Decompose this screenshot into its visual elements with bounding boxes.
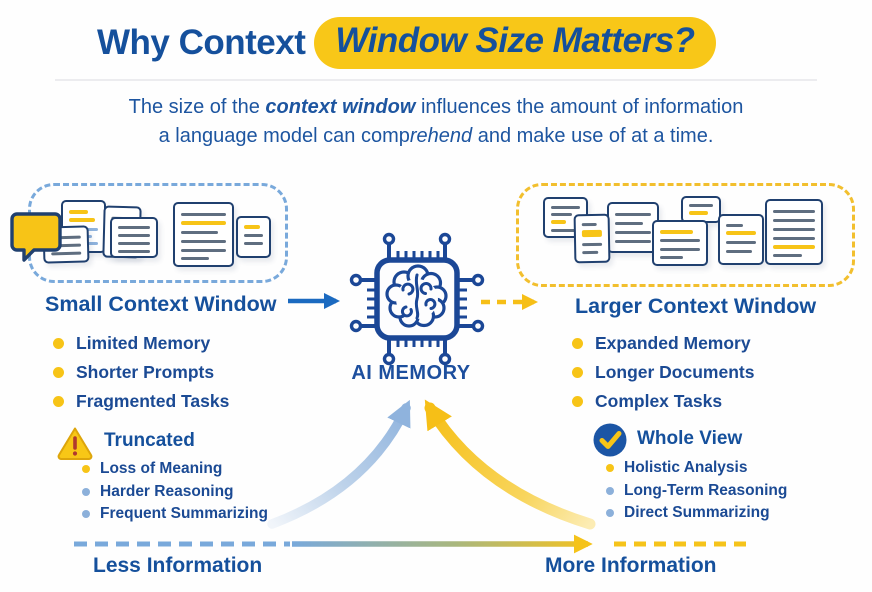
bullet-text: Long-Term Reasoning: [624, 481, 788, 499]
curved-arrow-up-icon: [267, 399, 411, 529]
document-icon: [718, 214, 764, 265]
title-divider: [55, 79, 817, 81]
list-item: Harder Reasoning: [82, 481, 268, 504]
subtitle: The size of the context window influence…: [0, 93, 872, 151]
bullet-dot-icon: [606, 486, 614, 495]
bullet-dot-icon: [82, 465, 90, 474]
subtitle-line-2: a language model can comprehend and make…: [158, 125, 714, 147]
subtitle-line-1: The size of the context window influence…: [128, 96, 744, 118]
list-item: Long-Term Reasoning: [606, 480, 787, 503]
whole-view-heading: Whole View: [637, 428, 743, 449]
list-item: Direct Summarizing: [606, 502, 787, 525]
curved-arrow-up-icon: [424, 399, 596, 530]
bullet-dot-icon: [53, 338, 64, 349]
less-information-label: Less Information: [93, 554, 263, 577]
list-item: Limited Memory: [53, 329, 229, 358]
title-plain-text: Why Context: [97, 23, 306, 62]
document-icon: [573, 213, 611, 264]
large-context-box: [516, 183, 855, 287]
bullet-text: Shorter Prompts: [76, 362, 215, 382]
bullet-text: Holistic Analysis: [624, 459, 748, 477]
bullet-dot-icon: [606, 509, 614, 518]
list-item: Fragmented Tasks: [53, 387, 229, 416]
list-item: Expanded Memory: [572, 329, 754, 358]
bullet-text: Limited Memory: [76, 333, 211, 353]
bullet-dot-icon: [53, 367, 64, 378]
whole-view-list: Holistic Analysis Long-Term Reasoning Di…: [606, 457, 787, 525]
bullet-text: Harder Reasoning: [100, 482, 234, 500]
small-context-list: Limited Memory Shorter Prompts Fragmente…: [53, 329, 229, 416]
document-icon: [173, 202, 234, 267]
page-title: Why Context Window Size Matters?: [97, 17, 716, 69]
truncated-heading: Truncated: [104, 430, 195, 451]
large-context-list: Expanded Memory Longer Documents Complex…: [572, 329, 754, 416]
document-icon: [110, 217, 158, 258]
document-icon: [607, 202, 659, 253]
bullet-text: Loss of Meaning: [100, 460, 223, 478]
document-icon: [236, 216, 271, 258]
speech-bubble-icon: [10, 212, 62, 262]
check-circle-icon: [593, 423, 627, 457]
list-item: Shorter Prompts: [53, 358, 229, 387]
title-highlight-text: Window Size Matters?: [335, 21, 695, 60]
list-item: Complex Tasks: [572, 387, 754, 416]
bullet-text: Longer Documents: [595, 362, 755, 382]
bullet-dot-icon: [82, 510, 90, 519]
list-item: Loss of Meaning: [82, 458, 268, 481]
bullet-dot-icon: [572, 338, 583, 349]
bullet-text: Complex Tasks: [595, 391, 723, 411]
truncated-list: Loss of Meaning Harder Reasoning Frequen…: [82, 458, 268, 526]
bullet-text: Expanded Memory: [595, 333, 751, 353]
document-icon: [765, 199, 823, 265]
large-context-heading: Larger Context Window: [575, 294, 817, 318]
more-information-label: More Information: [545, 554, 717, 577]
list-item: Holistic Analysis: [606, 457, 787, 480]
bullet-dot-icon: [572, 367, 583, 378]
warning-triangle-icon: [57, 427, 93, 460]
bullet-text: Frequent Summarizing: [100, 505, 268, 523]
bullet-text: Fragmented Tasks: [76, 391, 230, 411]
bullet-dot-icon: [572, 396, 583, 407]
bullet-dot-icon: [606, 464, 614, 473]
bullet-text: Direct Summarizing: [624, 504, 770, 522]
list-item: Longer Documents: [572, 358, 754, 387]
bullet-dot-icon: [53, 396, 64, 407]
document-icon: [681, 196, 721, 223]
bullet-dot-icon: [82, 487, 90, 496]
brain-chip-icon: [349, 232, 485, 366]
ai-memory-label: AI MEMORY: [351, 362, 471, 384]
document-icon: [652, 220, 708, 266]
list-item: Frequent Summarizing: [82, 503, 268, 526]
title-highlight-pill: Window Size Matters?: [314, 17, 716, 69]
small-context-heading: Small Context Window: [45, 292, 277, 316]
